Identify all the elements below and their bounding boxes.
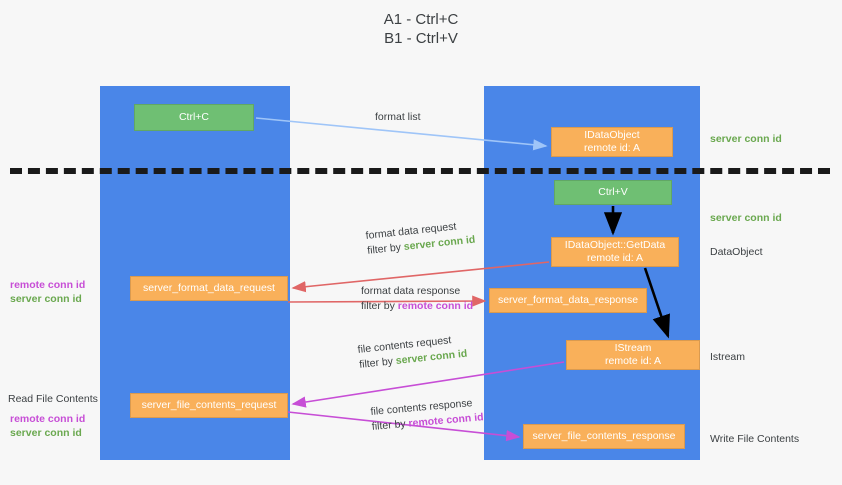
annotation-server-conn-id-mid: server conn id [710,212,782,224]
node-server-format-data-request[interactable]: server_format_data_request [130,276,288,301]
node-server-file-contents-response[interactable]: server_file_contents_response [523,424,685,449]
annotation-server-conn-id-2: server conn id [10,427,82,439]
node-getdata-subtitle: remote id: A [586,252,644,264]
node-server-format-data-response[interactable]: server_format_data_response [489,288,647,313]
node-server-format-data-response-label: server_format_data_response [497,294,639,306]
edge-label-format-list: format list [375,110,421,125]
filter-key-remote-conn-id: remote conn id [397,300,474,312]
node-ctrl-c[interactable]: Ctrl+C [134,104,254,131]
phase-divider [10,168,830,174]
annotation-conn-ids-upper: remote conn id server conn id [10,278,85,306]
edge-label-format-data-response-filter: filter by remote conn id [361,299,473,314]
edge-label-file-contents-response: file contents response filter by remote … [370,395,484,435]
node-istream-subtitle: remote id: A [604,355,662,367]
edge-label-format-data-request: format data request filter by server con… [365,218,476,259]
node-istream[interactable]: IStream remote id: A [566,340,700,370]
filter-prefix: filter by [366,241,405,257]
edge-label-file-contents-request: file contents request filter by server c… [357,332,468,373]
edge-label-format-data-response: format data response filter by remote co… [361,284,473,314]
filter-prefix: filter by [361,300,398,312]
filter-prefix: filter by [358,355,397,371]
annotation-dataobject: DataObject [710,246,763,258]
annotation-server-conn-id-1: server conn id [10,293,82,305]
annotation-write-file-contents: Write File Contents [710,433,800,445]
node-istream-title: IStream [614,342,652,354]
filter-prefix: filter by [371,417,410,433]
node-ctrl-v[interactable]: Ctrl+V [554,180,672,205]
node-idataobject-subtitle: remote id: A [583,142,641,154]
annotation-conn-ids-lower: remote conn id server conn id [10,412,85,440]
annotation-read-file-contents: Read File Contents [8,393,98,405]
annotation-remote-conn-id-1: remote conn id [10,279,86,291]
node-server-file-contents-response-label: server_file_contents_response [532,430,676,442]
node-idataobject-getdata[interactable]: IDataObject::GetData remote id: A [551,237,679,267]
edge-label-format-data-response-text: format data response [361,285,461,297]
node-server-format-data-request-label: server_format_data_request [143,282,275,294]
edge-label-format-list-text: format list [375,111,421,123]
node-getdata-title: IDataObject::GetData [564,239,666,251]
node-idataobject[interactable]: IDataObject remote id: A [551,127,673,157]
node-ctrl-c-label: Ctrl+C [178,111,210,123]
node-ctrl-v-label: Ctrl+V [598,186,628,198]
annotation-remote-conn-id-2: remote conn id [10,413,86,425]
page-title: A1 - Ctrl+C B1 - Ctrl+V [383,11,459,47]
node-server-file-contents-request-label: server_file_contents_request [141,399,277,411]
node-idataobject-title: IDataObject [584,129,640,141]
annotation-server-conn-id-top: server conn id [710,133,782,145]
node-server-file-contents-request[interactable]: server_file_contents_request [130,393,288,418]
annotation-istream: Istream [710,351,746,363]
